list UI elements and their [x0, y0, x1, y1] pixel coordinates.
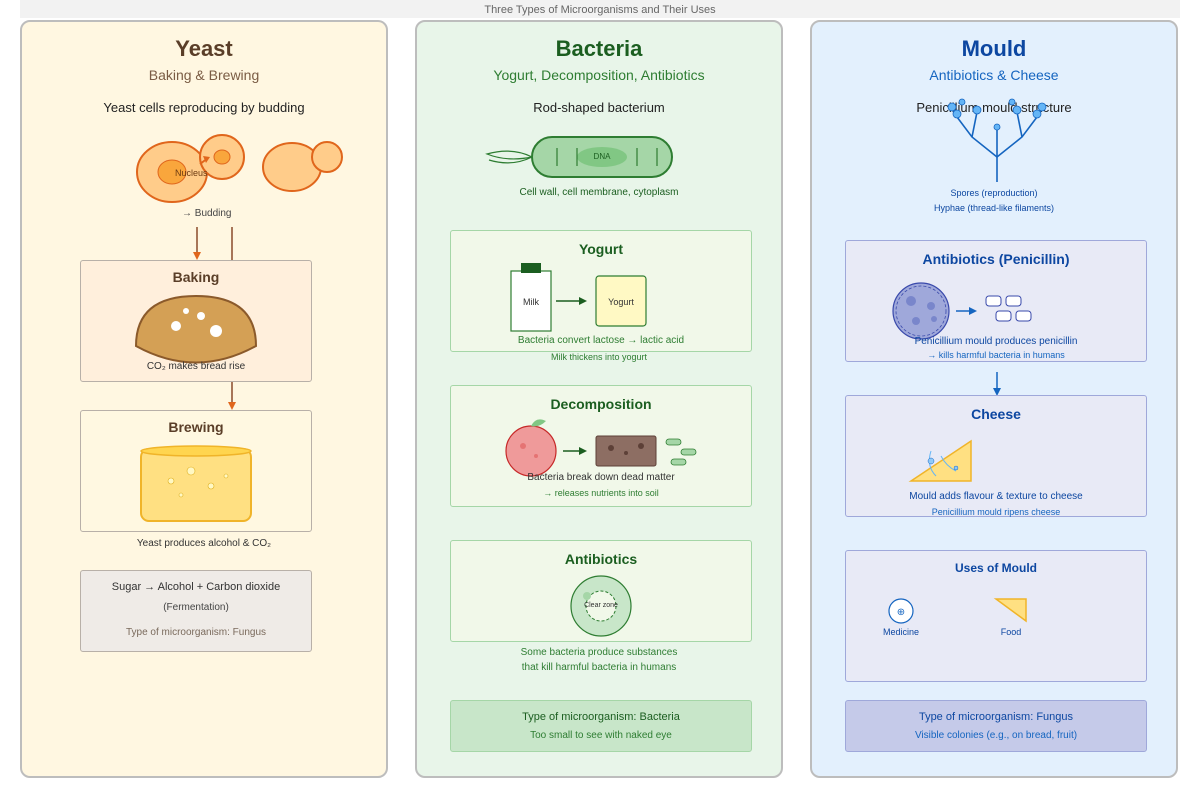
bacteria-diagram-caption: Rod-shaped bacterium — [533, 100, 665, 115]
decomposition-caption: Bacteria break down dead matter — [527, 472, 675, 483]
mould-flow-arrow-icon — [993, 372, 1001, 396]
milk-to-yogurt-icon — [510, 263, 647, 332]
petri-dish-icon — [570, 575, 632, 637]
hyphae-label: Hyphae (thread-like filaments) — [933, 203, 1055, 213]
yogurt-subcaption: Milk thickens into yogurt — [550, 352, 648, 362]
milk-label: Milk — [523, 297, 539, 307]
bacteria-structure-caption: Cell wall, cell membrane, cytoplasm — [519, 187, 679, 198]
yogurt-title: Yogurt — [578, 241, 624, 257]
bacteria-antibiotics-caption-2: that kill harmful bacteria in humans — [521, 662, 677, 673]
svg-text:⊕: ⊕ — [897, 607, 905, 618]
bacteria-antibiotics-caption-1: Some bacteria produce substances — [520, 647, 678, 658]
penicillin-subcaption: → kills harmful bacteria in humans — [927, 350, 1065, 360]
brewing-box: Brewing — [80, 410, 312, 532]
yeast-illustrations — [136, 134, 343, 410]
baking-caption: CO₂ makes bread rise — [146, 361, 246, 372]
baking-title: Baking — [172, 269, 220, 285]
penicillin-box: Antibiotics (Penicillin) Penicillium mou… — [845, 240, 1147, 362]
nucleus-label: Nucleus — [175, 168, 208, 178]
yeast-cell-budding-icon — [136, 134, 343, 203]
decay-icon — [505, 419, 697, 477]
mould-uses-icons: ⊕ — [888, 598, 1027, 624]
yeast-panel: Yeast Baking & Brewing Yeast cells repro… — [20, 20, 388, 778]
decomposition-box: Decomposition Bacteria break down dead m… — [450, 385, 752, 507]
mould-panel: Mould Antibiotics & Cheese Penicillium m… — [810, 20, 1178, 778]
use-item-medicine: Medicine — [882, 627, 920, 637]
penicillin-title: Antibiotics (Penicillin) — [922, 251, 1070, 267]
bacteria-antibiotics-box: Antibiotics Clear zone — [450, 540, 752, 642]
use-item-food: Food — [1000, 627, 1022, 637]
dna-label: DNA — [593, 152, 611, 161]
yogurt-label: Yogurt — [608, 297, 634, 307]
bacteria-type: Type of microorganism: Bacteria — [522, 711, 680, 723]
mould-uses-box: Uses of Mould ⊕ Medicine Food — [845, 550, 1147, 682]
yeast-subtitle: Baking & Brewing — [148, 67, 260, 83]
bacteria-panel: Bacteria Yogurt, Decomposition, Antibiot… — [415, 20, 783, 778]
decomposition-subcaption: → releases nutrients into soil — [543, 488, 659, 498]
yeast-process: (Fermentation) — [163, 602, 229, 613]
yeast-title: Yeast — [175, 36, 233, 61]
penicillium-structure-icon — [947, 98, 1047, 182]
brewing-title: Brewing — [168, 419, 224, 435]
penicillin-caption: Penicillium mould produces penicillin — [914, 336, 1078, 347]
bacteria-antibiotics-title: Antibiotics — [564, 551, 638, 567]
decomposition-title: Decomposition — [550, 396, 652, 412]
yeast-summary-box: Sugar → Alcohol + Carbon dioxide (Fermen… — [80, 570, 312, 652]
bacteria-title: Bacteria — [555, 36, 643, 61]
cheese-title: Cheese — [971, 406, 1021, 422]
cheese-icon — [908, 439, 972, 482]
mould-note: Visible colonies (e.g., on bread, fruit) — [914, 730, 1078, 741]
yogurt-box: Yogurt Milk Yogurt Bacteria convert lact… — [450, 230, 752, 352]
figure-header: Three Types of Microorganisms and Their … — [20, 0, 1180, 18]
penicillin-icon — [892, 282, 1032, 340]
yeast-type: Type of microorganism: Fungus — [125, 627, 267, 638]
cheese-box: Cheese Mould adds flavour & texture to c… — [845, 395, 1147, 517]
yeast-diagram-caption: Yeast cells reproducing by budding — [103, 100, 305, 115]
bacteria-note: Too small to see with naked eye — [530, 730, 672, 741]
bacteria-subtitle: Yogurt, Decomposition, Antibiotics — [493, 67, 705, 83]
yogurt-caption: Bacteria convert lactose → lactic acid — [517, 335, 685, 346]
mould-title: Mould — [961, 36, 1027, 61]
cheese-subcaption: Penicillium mould ripens cheese — [931, 507, 1061, 517]
medicine-icon: ⊕ — [888, 598, 914, 624]
bread-icon — [134, 294, 258, 364]
mould-uses-title: Uses of Mould — [954, 561, 1037, 575]
cheese-caption: Mould adds flavour & texture to cheese — [909, 491, 1083, 502]
spores-label: Spores (reproduction) — [950, 188, 1038, 198]
food-icon — [993, 598, 1027, 623]
mould-type: Type of microorganism: Fungus — [918, 711, 1074, 723]
baking-box: Baking CO₂ makes bread rise — [80, 260, 312, 382]
bacteria-summary-box: Type of microorganism: Bacteria Too smal… — [450, 700, 752, 752]
clear-zone-label: Clear zone — [584, 602, 618, 609]
budding-label: → Budding — [182, 208, 232, 219]
rod-bacterium-icon — [485, 136, 673, 178]
beer-vat-icon — [140, 445, 252, 522]
yeast-equation: Sugar → Alcohol + Carbon dioxide — [111, 581, 281, 593]
mould-summary-box: Type of microorganism: Fungus Visible co… — [845, 700, 1147, 752]
mould-subtitle: Antibiotics & Cheese — [929, 67, 1059, 83]
brewing-caption: Yeast produces alcohol & CO₂ — [136, 538, 272, 549]
